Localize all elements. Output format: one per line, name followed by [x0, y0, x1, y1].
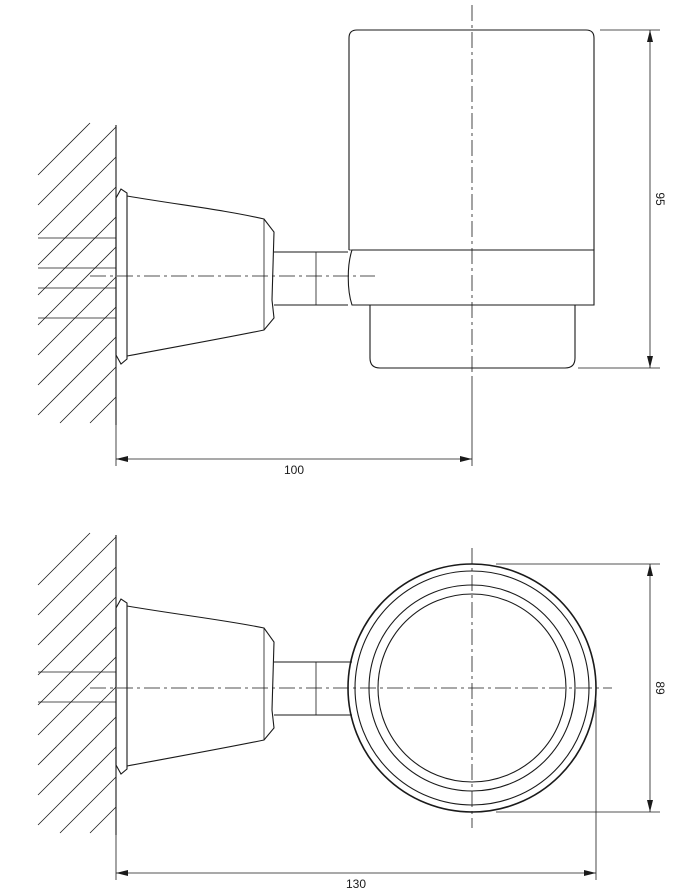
side-ring-holder — [347, 249, 595, 306]
side-height-dimension — [578, 29, 660, 369]
side-depth-dimension — [115, 378, 473, 466]
top-glass-inner — [377, 593, 567, 783]
top-depth-dimension — [115, 700, 597, 880]
side-depth-label: 100 — [284, 463, 304, 477]
side-arm-body — [126, 195, 275, 357]
side-glass-lower — [369, 305, 576, 369]
top-view: 89 130 — [37, 532, 667, 891]
side-glass-upper — [348, 29, 595, 250]
top-arm-rod — [274, 661, 352, 716]
side-view: 95 100 — [37, 5, 667, 477]
top-wall-flange — [115, 598, 128, 775]
side-wall-flange — [115, 188, 128, 365]
top-diameter-label: 89 — [653, 681, 667, 695]
top-arm-body — [126, 605, 275, 767]
side-wall-screw — [38, 237, 116, 319]
side-arm-rod — [274, 251, 348, 306]
top-wall-screw — [38, 671, 116, 703]
top-diameter-dimension — [496, 563, 660, 813]
top-depth-label: 130 — [346, 877, 366, 891]
top-wall-hatching — [37, 532, 117, 834]
side-height-label: 95 — [653, 192, 667, 206]
side-wall-hatching — [37, 122, 117, 424]
